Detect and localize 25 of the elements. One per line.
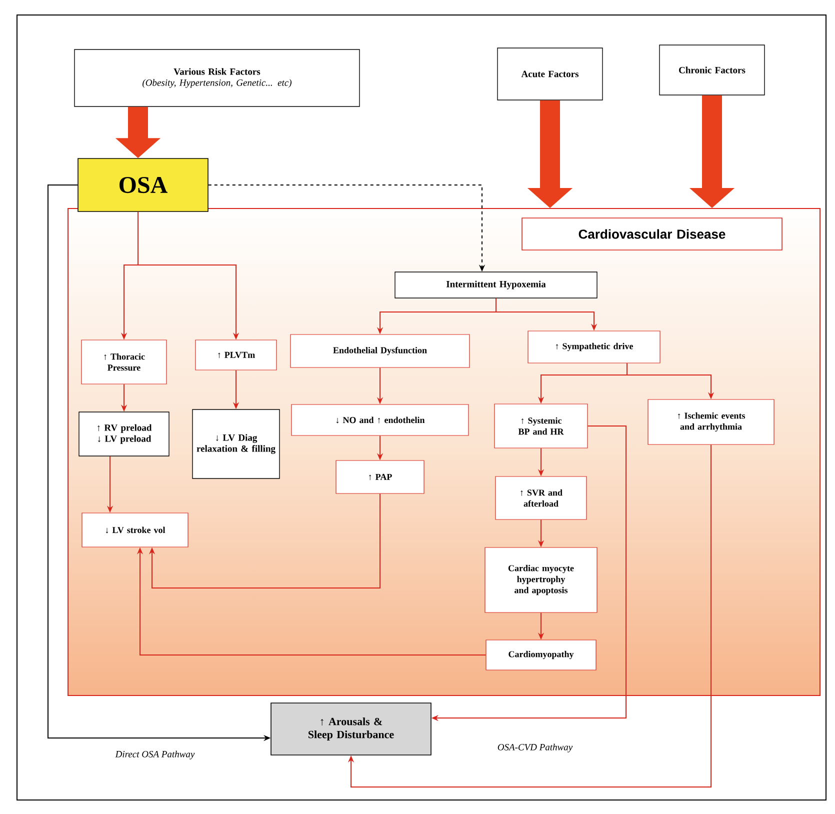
node-box: Acute Factors <box>497 48 603 100</box>
process-box: Cardiac myocyte hypertrophy and apoptosis <box>484 547 598 613</box>
pathway-label: OSA-CVD Pathway <box>498 744 573 752</box>
process-box: ↑ PAP <box>336 460 424 494</box>
node-box: Intermittent Hypoxemia <box>394 272 598 298</box>
process-box: ↓ NO and ↑ endothelin <box>291 404 469 436</box>
arrow <box>348 444 712 788</box>
node-box: ↑ RV preload ↓ LV preload <box>78 412 170 456</box>
process-box: ↑ Systemic BP and HR <box>494 404 588 448</box>
process-box: ↑ Ischemic events and arrhythmia <box>648 399 774 445</box>
osa-box: OSA <box>78 158 208 212</box>
node-box: ↓ LV Diag relaxation & filling <box>192 409 280 479</box>
process-box: ↑ Thoracic Pressure <box>81 340 167 384</box>
process-box: ↓ LV stroke vol <box>82 512 188 548</box>
process-box: ↑ SVR and afterload <box>495 476 587 520</box>
process-box: ↑ Sympathetic drive <box>528 330 660 364</box>
arrow <box>148 493 380 588</box>
node-box: Chronic Factors <box>659 44 765 96</box>
process-box: Cardiomyopathy <box>486 640 596 670</box>
title-box: Cardiovascular Disease <box>522 218 782 250</box>
node-box: Various Risk Factors (Obesity, Hypertension, Genetic... etc) <box>74 49 360 107</box>
pathway-label: Direct OSA Pathway <box>115 750 195 760</box>
process-box: Endothelial Dysfunction <box>290 334 470 368</box>
outcome-box: ↑ Arousals & Sleep Disturbance <box>270 702 432 756</box>
process-box: ↑ PLVTm <box>195 340 277 370</box>
